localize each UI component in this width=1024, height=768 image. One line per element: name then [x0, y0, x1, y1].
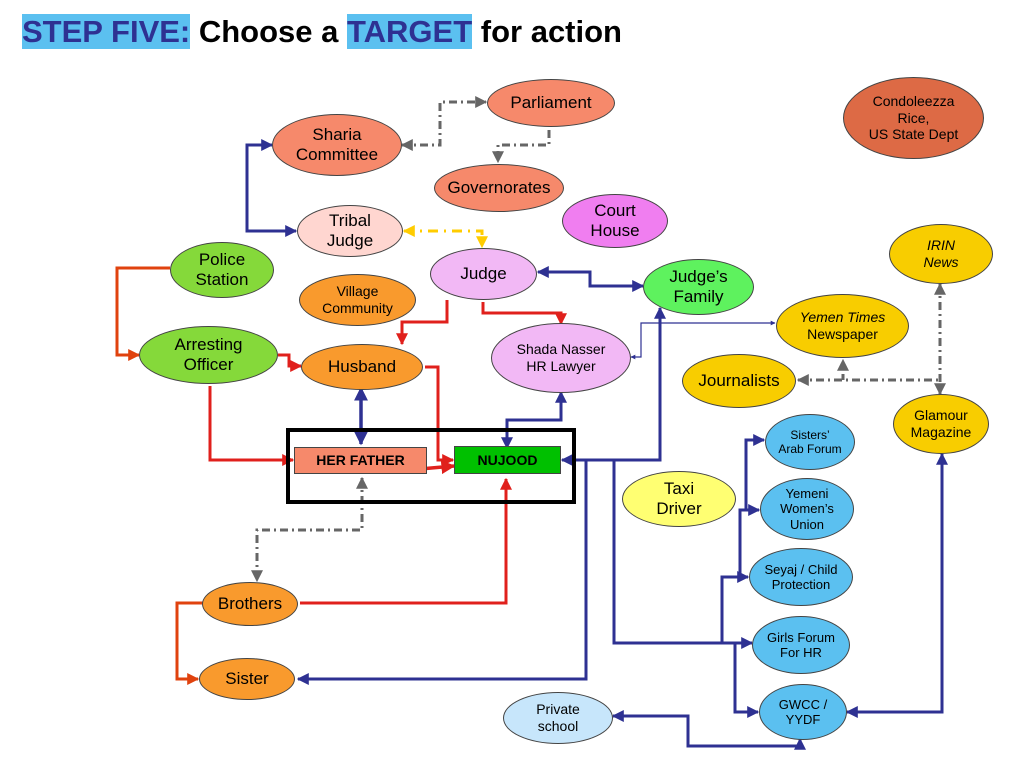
node-parliament: Parliament [487, 79, 615, 127]
arrow-nujood-sister [296, 458, 588, 685]
sharia-line1: Sharia [312, 124, 362, 144]
arrow-nujood-family [560, 306, 666, 466]
arrow-judge-husband [396, 300, 449, 346]
arrow-brothers-nujood [300, 477, 512, 605]
node-judge: Judge [430, 248, 537, 300]
node-governorates: Governorates [434, 164, 564, 212]
nujood-family-box [286, 428, 576, 504]
page-title: STEP FIVE: Choose a TARGET for action [22, 14, 622, 50]
sharia-line2: Committee [295, 145, 379, 164]
arrow-tribal-judge [402, 225, 488, 249]
arrow-parliament-governorates [492, 130, 551, 164]
arrow-police-arresting [115, 266, 170, 361]
node-brothers: Brothers [202, 582, 298, 626]
title-target: TARGET [347, 14, 473, 49]
arrow-judge-family [536, 266, 645, 292]
node-sisters-arab-forum: Sisters’Arab Forum [765, 414, 855, 470]
arrow-sharia-tribal [245, 139, 298, 237]
arrow-shada-yementimes [630, 320, 776, 360]
node-sister: Sister [199, 658, 295, 700]
arrow-judge-shada [481, 302, 567, 326]
arrow-father-brothers [251, 476, 368, 583]
node-husband: Husband [301, 344, 423, 390]
arrow-nujood-girlsforum [600, 458, 754, 649]
title-step: STEP FIVE: [22, 14, 191, 49]
node-nujood: NUJOOD [454, 446, 561, 474]
arrow-chain-sistersarab [720, 434, 766, 643]
node-gwcc-yydf: GWCC /YYDF [759, 684, 847, 740]
arrow-arresting-husband [278, 353, 303, 372]
title-choose: Choose a [190, 14, 348, 49]
arrow-husband-nujood [425, 365, 455, 466]
arrow-gwcc-glamour [845, 452, 948, 718]
title-action: for action [472, 14, 622, 49]
arrow-sharia-parliament [400, 96, 488, 151]
node-journalists: Journalists [682, 354, 796, 408]
arrow-brothers-sister [175, 601, 204, 685]
arrow-school-gwcc [611, 710, 806, 750]
arrow-arresting-father [208, 386, 295, 466]
node-her-father: HER FATHER [294, 447, 427, 474]
